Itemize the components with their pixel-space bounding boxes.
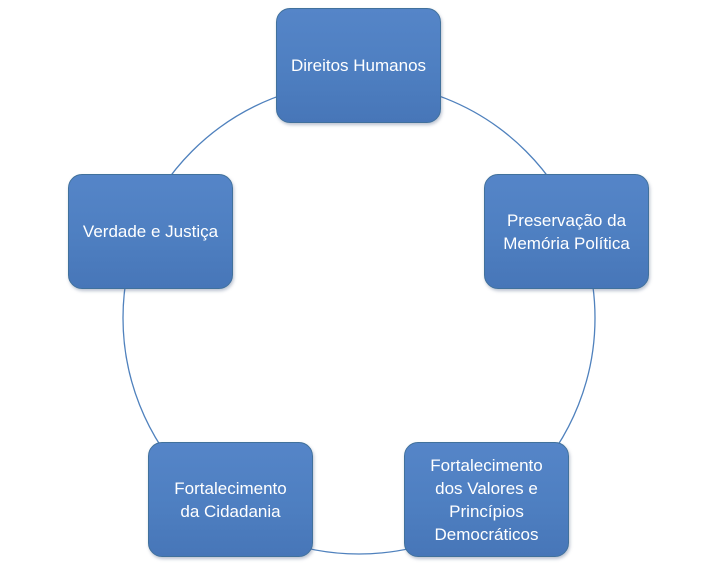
cycle-node-direitos-humanos: Direitos Humanos: [276, 8, 441, 123]
cycle-node-fortalecimento-valores-democraticos: Fortalecimento dos Valores e Princípios …: [404, 442, 569, 557]
cycle-node-fortalecimento-cidadania: Fortalecimento da Cidadania: [148, 442, 313, 557]
cycle-node-verdade-e-justica: Verdade e Justiça: [68, 174, 233, 289]
cycle-node-preservacao-memoria-politica: Preservação da Memória Política: [484, 174, 649, 289]
